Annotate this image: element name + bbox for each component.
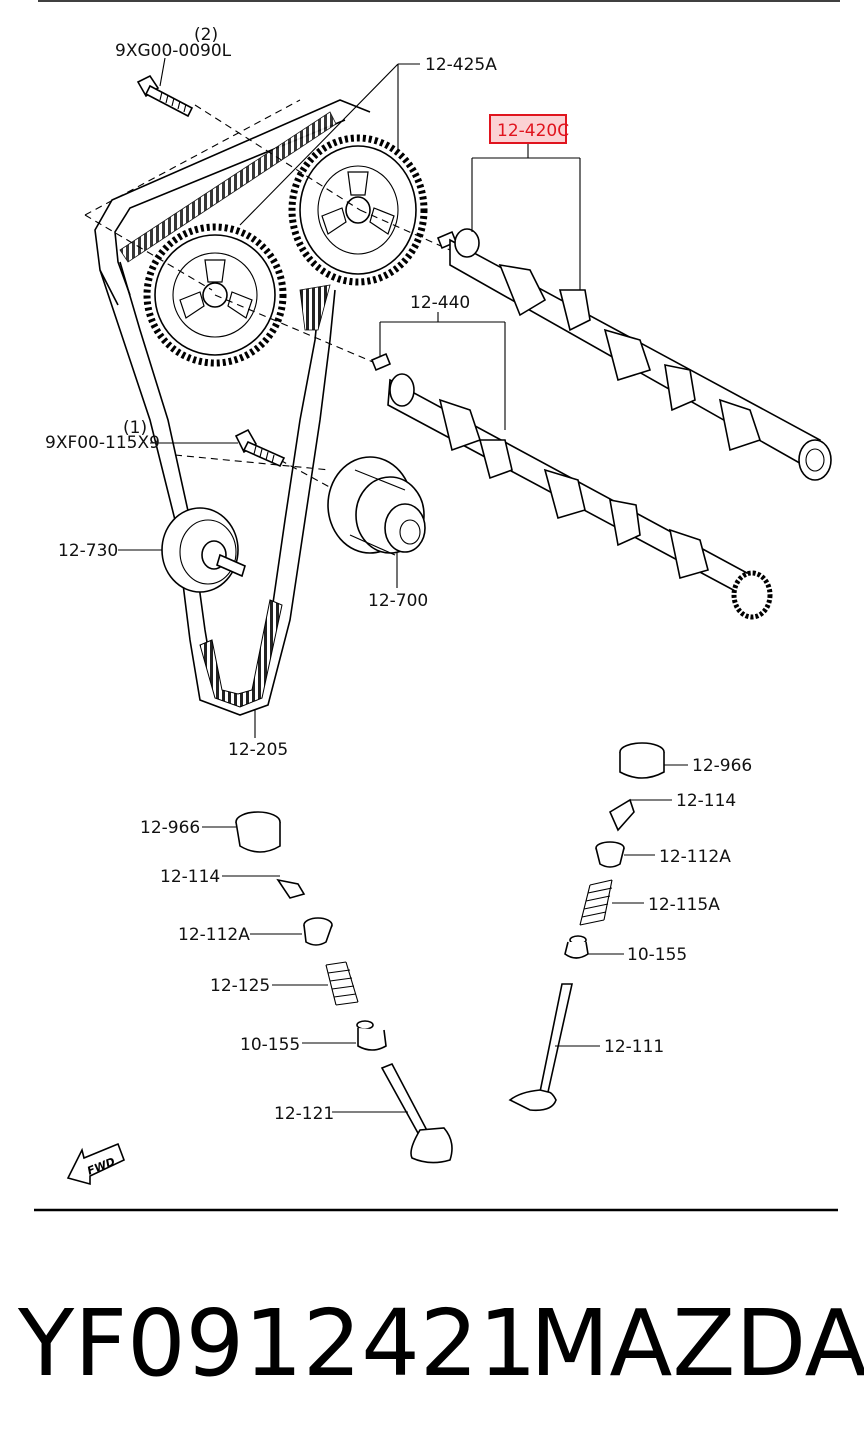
- callout-labels: (2) 9XG00-0090L 12-425A 12-420C 12-440 (…: [45, 25, 752, 1124]
- callout-bolt-mid-qty: (1): [123, 418, 147, 438]
- highlight-box: [489, 114, 567, 144]
- timing-belt: [94, 99, 371, 716]
- part-number: YF0912421: [18, 1290, 537, 1397]
- tappet-right: [619, 742, 665, 779]
- callout-tappet-right: 12-966: [692, 756, 752, 776]
- callout-spring-right: 12-115A: [648, 895, 720, 915]
- valve-left: [380, 1062, 453, 1164]
- seal-left: [356, 1020, 387, 1051]
- seat-right: [595, 841, 625, 868]
- key-left: [276, 878, 306, 899]
- idler-pulley: [161, 507, 246, 593]
- key-right: [608, 798, 635, 832]
- valve-right: [508, 983, 573, 1112]
- make-name: MAZDA: [530, 1290, 864, 1397]
- seal-right: [564, 935, 589, 959]
- leader-lines: [118, 57, 688, 1113]
- camshaft-lower: [370, 352, 773, 620]
- callout-valve-left: 12-121: [274, 1104, 334, 1124]
- callout-seal-right: 10-155: [627, 945, 687, 965]
- footer: YF0912421 MAZDA: [0, 1290, 864, 1400]
- tensioner-pulley: [327, 456, 426, 556]
- spring-left: [325, 961, 359, 1006]
- callout-tensioner: 12-700: [368, 591, 428, 611]
- callout-bolt-mid-code: 9XF00-115X9: [45, 433, 160, 453]
- camshaft-pulley-front: [288, 134, 428, 286]
- callout-seat-left: 12-112A: [178, 925, 250, 945]
- idler-bolt: [234, 428, 286, 468]
- callout-belt: 12-205: [228, 740, 288, 760]
- callout-bolt-top-qty: (2): [194, 25, 218, 45]
- tappet-left: [235, 811, 281, 853]
- camshaft-upper: [436, 228, 832, 481]
- callout-key-right: 12-114: [676, 791, 736, 811]
- callout-spring-left: 12-125: [210, 976, 270, 996]
- callout-tappet-left: 12-966: [140, 818, 200, 838]
- callout-valve-right: 12-111: [604, 1037, 664, 1057]
- callout-camshaft-lower: 12-440: [410, 293, 470, 313]
- callout-idler: 12-730: [58, 541, 118, 561]
- callout-pulley: 12-425A: [425, 55, 497, 75]
- callout-camshaft-highlighted: 12-420C: [497, 121, 569, 141]
- callout-seat-right: 12-112A: [659, 847, 731, 867]
- spring-right: [579, 879, 613, 926]
- assembly-lines: [84, 99, 451, 491]
- callout-bolt-top-code: 9XG00-0090L: [115, 41, 232, 61]
- callout-key-left: 12-114: [160, 867, 220, 887]
- fwd-arrow-icon: FWD: [66, 1142, 126, 1186]
- pulley-bolt: [136, 74, 194, 118]
- callout-seal-left: 10-155: [240, 1035, 300, 1055]
- seat-left: [303, 917, 333, 946]
